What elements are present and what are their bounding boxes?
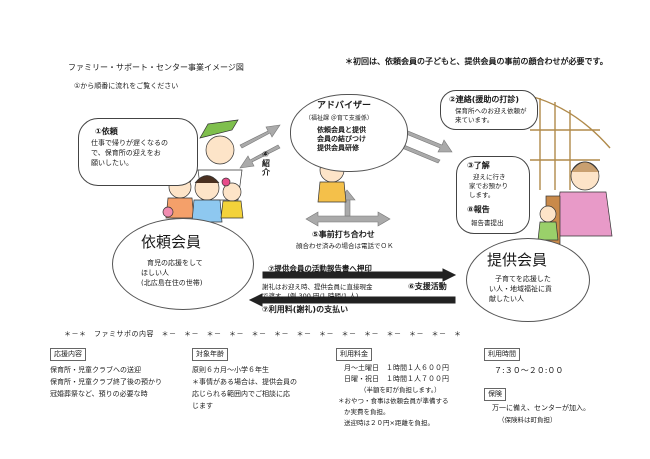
provider-line-1: 子育てを応援した [495, 275, 551, 283]
age-label: 対象年齢 [192, 348, 228, 361]
step6-label: ⑥支援活動 [408, 282, 447, 291]
diagram-subtitle: ①から順番に流れをご覧ください [74, 82, 179, 90]
support-line-2: 保育所・児童クラブ終了後の預かり [50, 378, 162, 386]
accept-bubble: ③了解 迎えに行き 家でお預かり します。 ⑧報告 報告書提出 [456, 156, 530, 234]
time-label: 利用時間 [484, 348, 520, 361]
insurance-line-2: （保険料は町負担） [498, 416, 557, 424]
arrow-pre-meeting [305, 211, 391, 227]
advisor-line-3: 提供会員研修 [317, 144, 359, 152]
advisor-cloud: アドバイザー （福祉課 ＠育て支援係） 依頼会員と提供 会員の結びつけ 提供会員… [290, 94, 408, 172]
fee-line-6: 送迎時は２０円×距離を負担。 [344, 419, 434, 427]
fee-line-5: か実費を負担。 [344, 408, 390, 416]
step5-sub: 顔合わせ済みの場合は電話でＯＫ [296, 242, 394, 250]
step8-sub: 報告書提出 [471, 219, 504, 227]
arrow-advisor-to-requester [239, 144, 281, 169]
arrow-report-stamp [262, 268, 457, 282]
step2-line-1: 保育所へのお迎え依頼が [455, 107, 527, 115]
contact-bubble: ②連絡(援助の打診) 保育所へのお迎え依頼が 来ています。 [440, 90, 538, 130]
insurance-label: 保険 [484, 388, 506, 401]
fee-line-4: ＊おやつ・食事は依頼会員が準備する [338, 397, 449, 405]
step3-line-3: します。 [469, 191, 495, 199]
provider-line-3: 献したい人 [489, 295, 524, 303]
requester-line-1: 育児の応援をして [147, 259, 203, 267]
age-line-3: 応じられる範囲内でご相談に応 [192, 390, 290, 398]
provider-illustration-icon [537, 161, 613, 245]
step3-line-1: 迎えに行き [473, 173, 506, 181]
step3-line-2: 家でお預かり [469, 182, 508, 190]
step4-label: ④紹介 [262, 150, 270, 177]
step7b-label: ⑦利用料(謝礼)の支払い [262, 305, 349, 314]
fee-label: 利用料金 [336, 348, 372, 361]
info-heading: ＊－＊ ファミサポの内容 ＊－ ＊－ ＊－ ＊－ ＊－ ＊－ ＊－ ＊－ ＊－ … [64, 330, 462, 338]
advisor-title: アドバイザー [317, 101, 372, 111]
provider-title: 提供会員 [487, 251, 548, 269]
fee-line-3: （半額を町が負担します。） [360, 386, 441, 394]
step7a-label: ⑦提供会員の活動報告書へ押印 [268, 264, 372, 273]
support-line-1: 保育所・児童クラブへの送迎 [50, 366, 141, 374]
time-value: ７:３０～２０:００ [494, 366, 564, 375]
advisor-line-2: 会員の結びつけ [317, 135, 366, 143]
support-line-3: 冠婚葬祭など、預りの必要な時 [50, 390, 148, 398]
step7a-line-2: で渡す。(例 300 円/1 時間/1 人) [262, 292, 359, 300]
requester-title: 依頼会員 [141, 233, 202, 251]
requester-line-2: ほしい人 [141, 269, 169, 277]
advisor-line-1: 依頼会員と提供 [317, 126, 366, 134]
step2-line-2: 来ています。 [455, 116, 494, 124]
provider-cloud: 提供会員 子育てを応援した い人・地域福祉に貢 献したい人 [466, 238, 590, 322]
arrow-support-activity [248, 293, 456, 307]
step8-title: ⑧報告 [467, 205, 490, 214]
requester-line-3: (北広島在住の世帯) [141, 279, 203, 287]
step2-title: ②連絡(援助の打診) [449, 95, 520, 104]
age-line-1: 原則６カ月～小学６年生 [192, 366, 269, 374]
step1-line-1: 仕事で帰りが遅くなるの [91, 139, 168, 147]
fee-line-1: 月～土曜日 １時間１人６００円 [344, 364, 449, 372]
diagram-title: ファミリー・サポート・センター事業イメージ図 [68, 63, 244, 72]
step1-line-3: 願いしたい。 [91, 159, 133, 167]
step3-title: ③了解 [467, 161, 490, 170]
step7a-line-1: 謝礼はお迎え時、提供会員に直接現金 [262, 283, 373, 291]
provider-line-2: い人・地域福祉に貢 [489, 285, 552, 293]
fee-line-2: 日曜・祝日 １時間１人７００円 [344, 375, 449, 383]
step1-line-2: で、保育所の迎えをお [91, 149, 161, 157]
age-line-2: ＊事情がある場合は、提供会員の [192, 378, 297, 386]
window-lattice-icon [529, 95, 611, 190]
requester-cloud: 依頼会員 育児の応援をして ほしい人 (北広島在住の世帯) [112, 218, 254, 310]
insurance-line-1: 万一に備え、センターが加入。 [492, 404, 590, 412]
age-line-4: じます [192, 402, 213, 410]
initial-note: ＊初回は、依頼会員の子どもと、提供会員の事前の顔合わせが必要です。 [345, 57, 608, 66]
step5-label: ⑤事前打ち合わせ [312, 230, 375, 239]
arrow-requester-to-advisor [239, 124, 281, 149]
support-label: 応援内容 [50, 348, 86, 361]
advisor-sub: （福祉課 ＠育て支援係） [305, 115, 373, 122]
request-bubble: ①依頼 仕事で帰りが遅くなるの で、保育所の迎えをお 願いしたい。 [78, 118, 198, 186]
step1-title: ①依頼 [95, 127, 118, 136]
